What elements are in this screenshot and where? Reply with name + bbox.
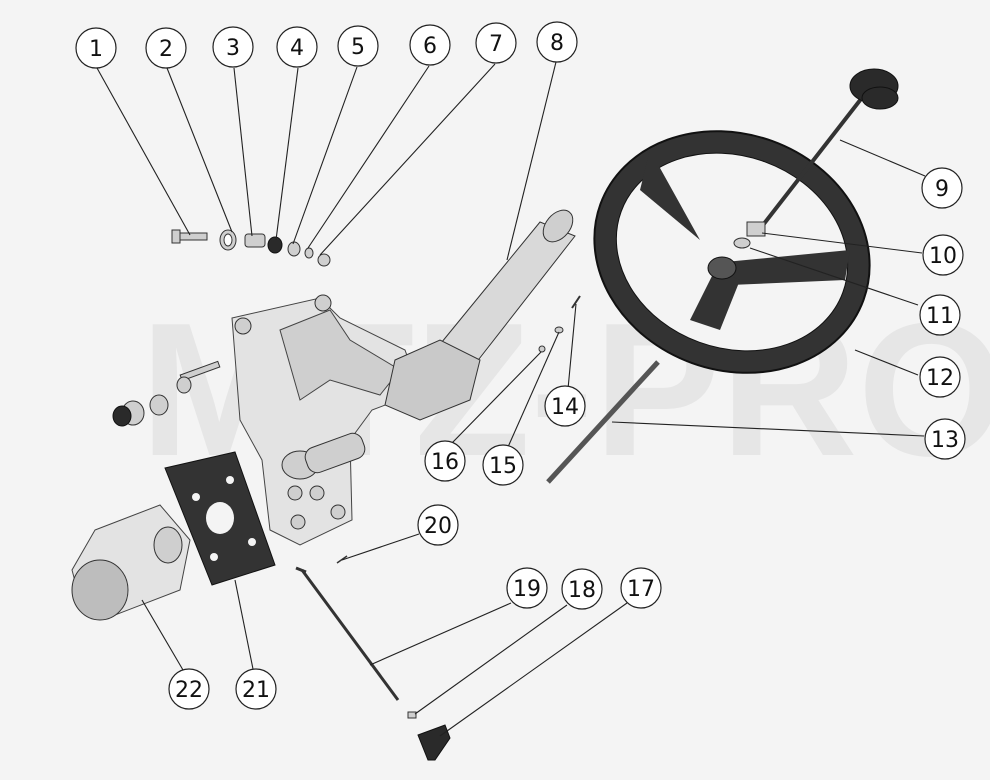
callout-21: 21 xyxy=(235,668,277,710)
callout-14: 14 xyxy=(544,385,586,427)
left-hardware xyxy=(112,360,221,427)
svg-text:11: 11 xyxy=(926,304,954,329)
svg-text:2: 2 xyxy=(159,37,173,62)
steering-column xyxy=(384,209,576,421)
svg-text:10: 10 xyxy=(929,244,957,269)
callout-9: 9 xyxy=(921,167,963,209)
svg-text:16: 16 xyxy=(431,450,459,475)
callout-7: 7 xyxy=(475,22,517,64)
bracket xyxy=(231,294,421,546)
callout-19: 19 xyxy=(506,567,548,609)
svg-text:19: 19 xyxy=(513,577,541,602)
callout-11: 11 xyxy=(919,294,961,336)
callout-8: 8 xyxy=(536,21,578,63)
steering-unit xyxy=(71,504,191,621)
svg-text:3: 3 xyxy=(226,36,240,61)
hardware-row xyxy=(171,229,331,267)
svg-text:13: 13 xyxy=(931,428,959,453)
leader-lines xyxy=(96,61,926,737)
callout-12: 12 xyxy=(919,356,961,398)
callout-15: 15 xyxy=(482,444,524,486)
svg-text:7: 7 xyxy=(489,32,503,57)
svg-text:20: 20 xyxy=(424,514,452,539)
callout-10: 10 xyxy=(922,234,964,276)
svg-text:6: 6 xyxy=(423,34,437,59)
callout-13: 13 xyxy=(924,418,966,460)
steering-wheel xyxy=(593,130,871,374)
svg-text:4: 4 xyxy=(290,36,304,61)
svg-text:5: 5 xyxy=(351,35,365,60)
parts-illustration xyxy=(71,68,899,761)
callout-16: 16 xyxy=(424,440,466,482)
svg-text:8: 8 xyxy=(550,31,564,56)
callout-5: 5 xyxy=(337,25,379,67)
svg-text:15: 15 xyxy=(489,454,517,479)
knob-rod xyxy=(733,68,899,249)
callout-18: 18 xyxy=(561,568,603,610)
long-rod xyxy=(546,360,660,484)
gasket-plate xyxy=(164,451,276,586)
svg-text:22: 22 xyxy=(175,678,203,703)
svg-text:17: 17 xyxy=(627,577,655,602)
svg-text:18: 18 xyxy=(568,578,596,603)
callout-6: 6 xyxy=(409,24,451,66)
callout-1: 1 xyxy=(75,27,117,69)
svg-text:1: 1 xyxy=(89,37,103,62)
rod-19 xyxy=(300,569,400,701)
callout-3: 3 xyxy=(212,26,254,68)
svg-text:9: 9 xyxy=(935,177,949,202)
svg-text:12: 12 xyxy=(926,366,954,391)
callout-17: 17 xyxy=(620,567,662,609)
callout-20: 20 xyxy=(417,504,459,546)
callout-2: 2 xyxy=(145,27,187,69)
callout-22: 22 xyxy=(168,668,210,710)
svg-text:21: 21 xyxy=(242,678,270,703)
callout-4: 4 xyxy=(276,26,318,68)
svg-text:14: 14 xyxy=(551,395,579,420)
